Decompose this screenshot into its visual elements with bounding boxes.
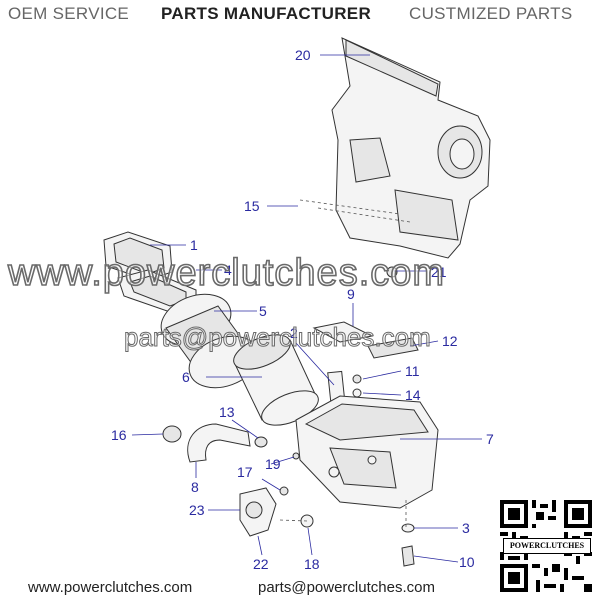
- part-1-cover-frame: [103, 231, 173, 281]
- part-13-clamp: [254, 436, 268, 448]
- part-21-fitting: [386, 266, 398, 278]
- header-customized-parts: CUSTMIZED PARTS: [409, 4, 573, 23]
- leader-lines: [131, 54, 482, 563]
- watermark-email: parts@powerclutches.com: [124, 322, 432, 353]
- callout-3: 3: [462, 520, 470, 536]
- part-9-pad: [312, 321, 374, 343]
- callout-22: 22: [253, 556, 269, 572]
- callout-15: 15: [244, 198, 260, 214]
- part-14-washer: [352, 388, 362, 398]
- callout-23: 23: [189, 502, 205, 518]
- callout-numbers: 20 1 4 5 6 15 21 9 2 12 11 14 7 13 16 8 …: [111, 47, 494, 572]
- callout-1: 1: [190, 237, 198, 253]
- callout-9: 9: [347, 286, 355, 302]
- footer-website[interactable]: www.powerclutches.com: [28, 579, 193, 596]
- callout-17: 17: [237, 464, 253, 480]
- callout-6: 6: [182, 369, 190, 385]
- callout-7: 7: [486, 431, 494, 447]
- callout-12: 12: [442, 333, 458, 349]
- part-20-airbox-upper: [299, 37, 491, 259]
- part-11-screw: [352, 374, 362, 384]
- part-19-fitting: [292, 452, 300, 460]
- callout-16: 16: [111, 427, 127, 443]
- part-6-filter-sleeve: [233, 334, 319, 426]
- part-12-pad: [367, 337, 419, 359]
- part-16-clamp: [162, 425, 182, 443]
- callout-5: 5: [259, 303, 267, 319]
- callout-2: 2: [290, 325, 298, 341]
- header-parts-manufacturer: PARTS MANUFACTURER: [161, 4, 372, 23]
- callout-13: 13: [219, 404, 235, 420]
- callout-8: 8: [191, 479, 199, 495]
- callout-18: 18: [304, 556, 320, 572]
- watermark-website: www.powerclutches.com: [7, 251, 446, 295]
- part-7-airbox-lower: [295, 395, 439, 509]
- callout-20: 20: [295, 47, 311, 63]
- part-3-washer: [401, 523, 415, 533]
- part-10-drain-valve: [401, 545, 415, 567]
- callout-11: 11: [405, 363, 420, 379]
- callout-4: 4: [224, 262, 232, 278]
- footer-email[interactable]: parts@powerclutches.com: [258, 579, 435, 596]
- header-oem-service: OEM SERVICE: [8, 4, 130, 23]
- callout-21: 21: [431, 264, 447, 280]
- part-18-grommet: [300, 514, 314, 528]
- part-8-hose: [187, 423, 251, 463]
- callout-10: 10: [459, 554, 475, 570]
- part-17-screw: [279, 486, 289, 496]
- qr-label: POWERCLUTCHES: [503, 538, 591, 554]
- header-bar: OEM SERVICE PARTS MANUFACTURER CUSTMIZED…: [0, 0, 600, 30]
- callout-14: 14: [405, 387, 421, 403]
- callout-19: 19: [265, 456, 281, 472]
- part-22-valve: [239, 487, 277, 537]
